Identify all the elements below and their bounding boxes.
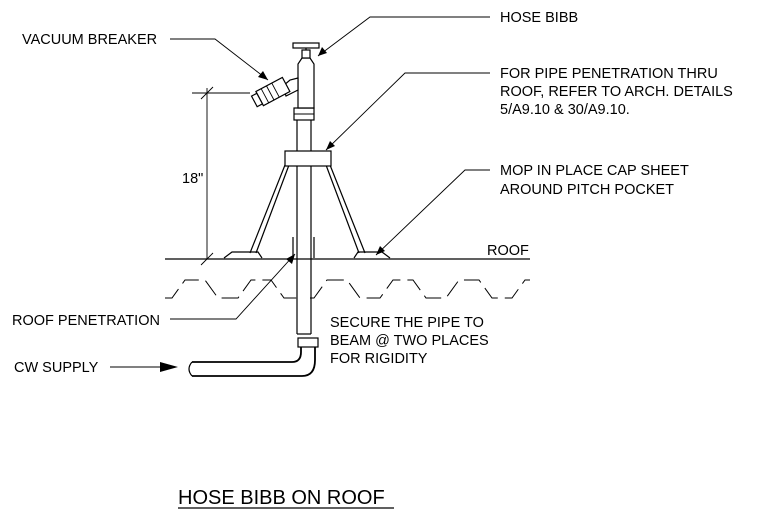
label-mop-line2: AROUND PITCH POCKET: [500, 182, 674, 198]
label-pipe-penetration-line3: 5/A9.10 & 30/A9.10.: [500, 102, 630, 118]
label-pipe-penetration-line2: ROOF, REFER TO ARCH. DETAILS: [500, 84, 733, 100]
dimension-18in: [192, 86, 250, 266]
label-cw-supply: CW SUPPLY: [14, 360, 99, 376]
label-hose-bibb: HOSE BIBB: [500, 10, 578, 26]
label-dimension: 18": [182, 171, 203, 187]
vacuum-breaker-leader: [170, 38, 269, 81]
drawing-title: HOSE BIBB ON ROOF: [178, 487, 385, 509]
cw-supply-pipe: [188, 337, 319, 377]
label-pipe-penetration-line1: FOR PIPE PENETRATION THRU: [500, 66, 718, 82]
label-mop-line1: MOP IN PLACE CAP SHEET: [500, 163, 689, 179]
pipe-penetration-leader: [325, 72, 490, 151]
label-secure-line1: SECURE THE PIPE TO: [330, 315, 484, 331]
label-roof-penetration: ROOF PENETRATION: [12, 313, 160, 329]
label-vacuum-breaker: VACUUM BREAKER: [22, 32, 157, 48]
label-roof: ROOF: [487, 243, 529, 259]
label-secure-line2: BEAM @ TWO PLACES: [330, 333, 489, 349]
label-secure-line3: FOR RIGIDITY: [330, 351, 428, 367]
pitch-pocket: [223, 164, 391, 259]
metal-deck-profile: [165, 279, 530, 299]
mop-in-place-leader: [375, 169, 490, 256]
pipe-collar: [284, 150, 332, 167]
hose-bibb-leader: [317, 16, 490, 57]
vacuum-breaker: [250, 76, 291, 108]
hose-bibb: [282, 42, 320, 109]
roof-penetration-leader: [170, 253, 296, 320]
